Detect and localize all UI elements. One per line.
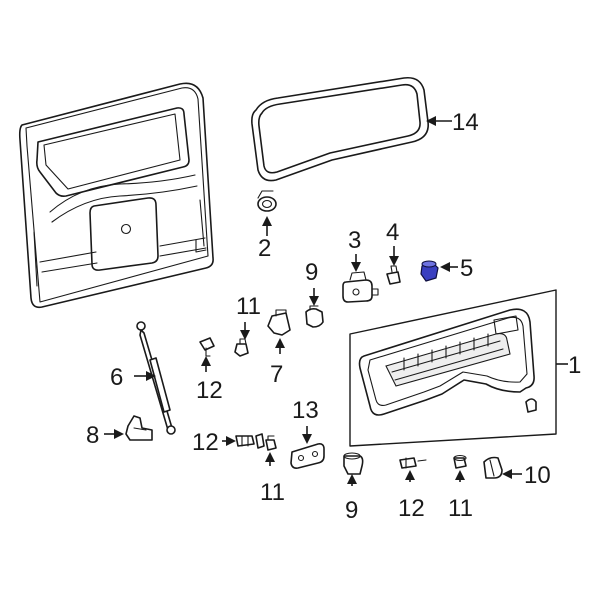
part-9-clip-lower: 9 [343, 452, 364, 524]
part-2-bumper: 2 [257, 190, 277, 262]
callout-4: 4 [386, 219, 399, 246]
part-7-striker: 7 [267, 309, 291, 388]
part-4-bolt: 4 [386, 219, 401, 285]
part-1-trim-panel: 1 [349, 289, 581, 447]
callout-11-lower: 11 [448, 495, 473, 522]
part-12-bolt-upper: 12 [196, 337, 223, 404]
callout-2: 2 [258, 235, 271, 262]
part-10-cap: 10 [483, 456, 551, 489]
callout-10: 10 [524, 462, 551, 489]
part-6-strut: 6 [110, 321, 176, 435]
callout-13: 13 [292, 397, 319, 424]
part-9-clip-upper: 9 [305, 259, 324, 328]
part-12-bolt-lower: 12 [398, 457, 427, 522]
callout-9-upper: 9 [305, 259, 318, 286]
callout-9-lower: 9 [345, 497, 358, 524]
callout-12-upper: 12 [196, 377, 223, 404]
callout-12-middle: 12 [192, 429, 219, 456]
liftgate-panel [18, 82, 214, 309]
part-12-bolt-middle: 12 [192, 429, 265, 456]
part-8-hinge: 8 [86, 415, 153, 449]
callout-8: 8 [86, 422, 99, 449]
part-3-latch: 3 [342, 227, 379, 303]
callout-1: 1 [568, 352, 581, 379]
callout-3: 3 [348, 227, 361, 254]
part-11-clip-middle: 11 [260, 435, 285, 506]
callout-5: 5 [460, 255, 473, 282]
part-11-clip-lower: 11 [448, 454, 473, 522]
callout-7: 7 [270, 361, 283, 388]
callout-11-middle: 11 [260, 479, 285, 506]
part-14-weatherstrip: 14 [251, 76, 479, 182]
part-11-clip-upper: 11 [234, 293, 261, 357]
callout-14: 14 [452, 109, 479, 136]
part-13-bracket: 13 [290, 397, 325, 469]
callout-11-upper: 11 [236, 293, 261, 320]
part-5-nut-highlighted: 5 [420, 255, 473, 282]
callout-6: 6 [110, 364, 123, 391]
callout-12-lower: 12 [398, 495, 425, 522]
